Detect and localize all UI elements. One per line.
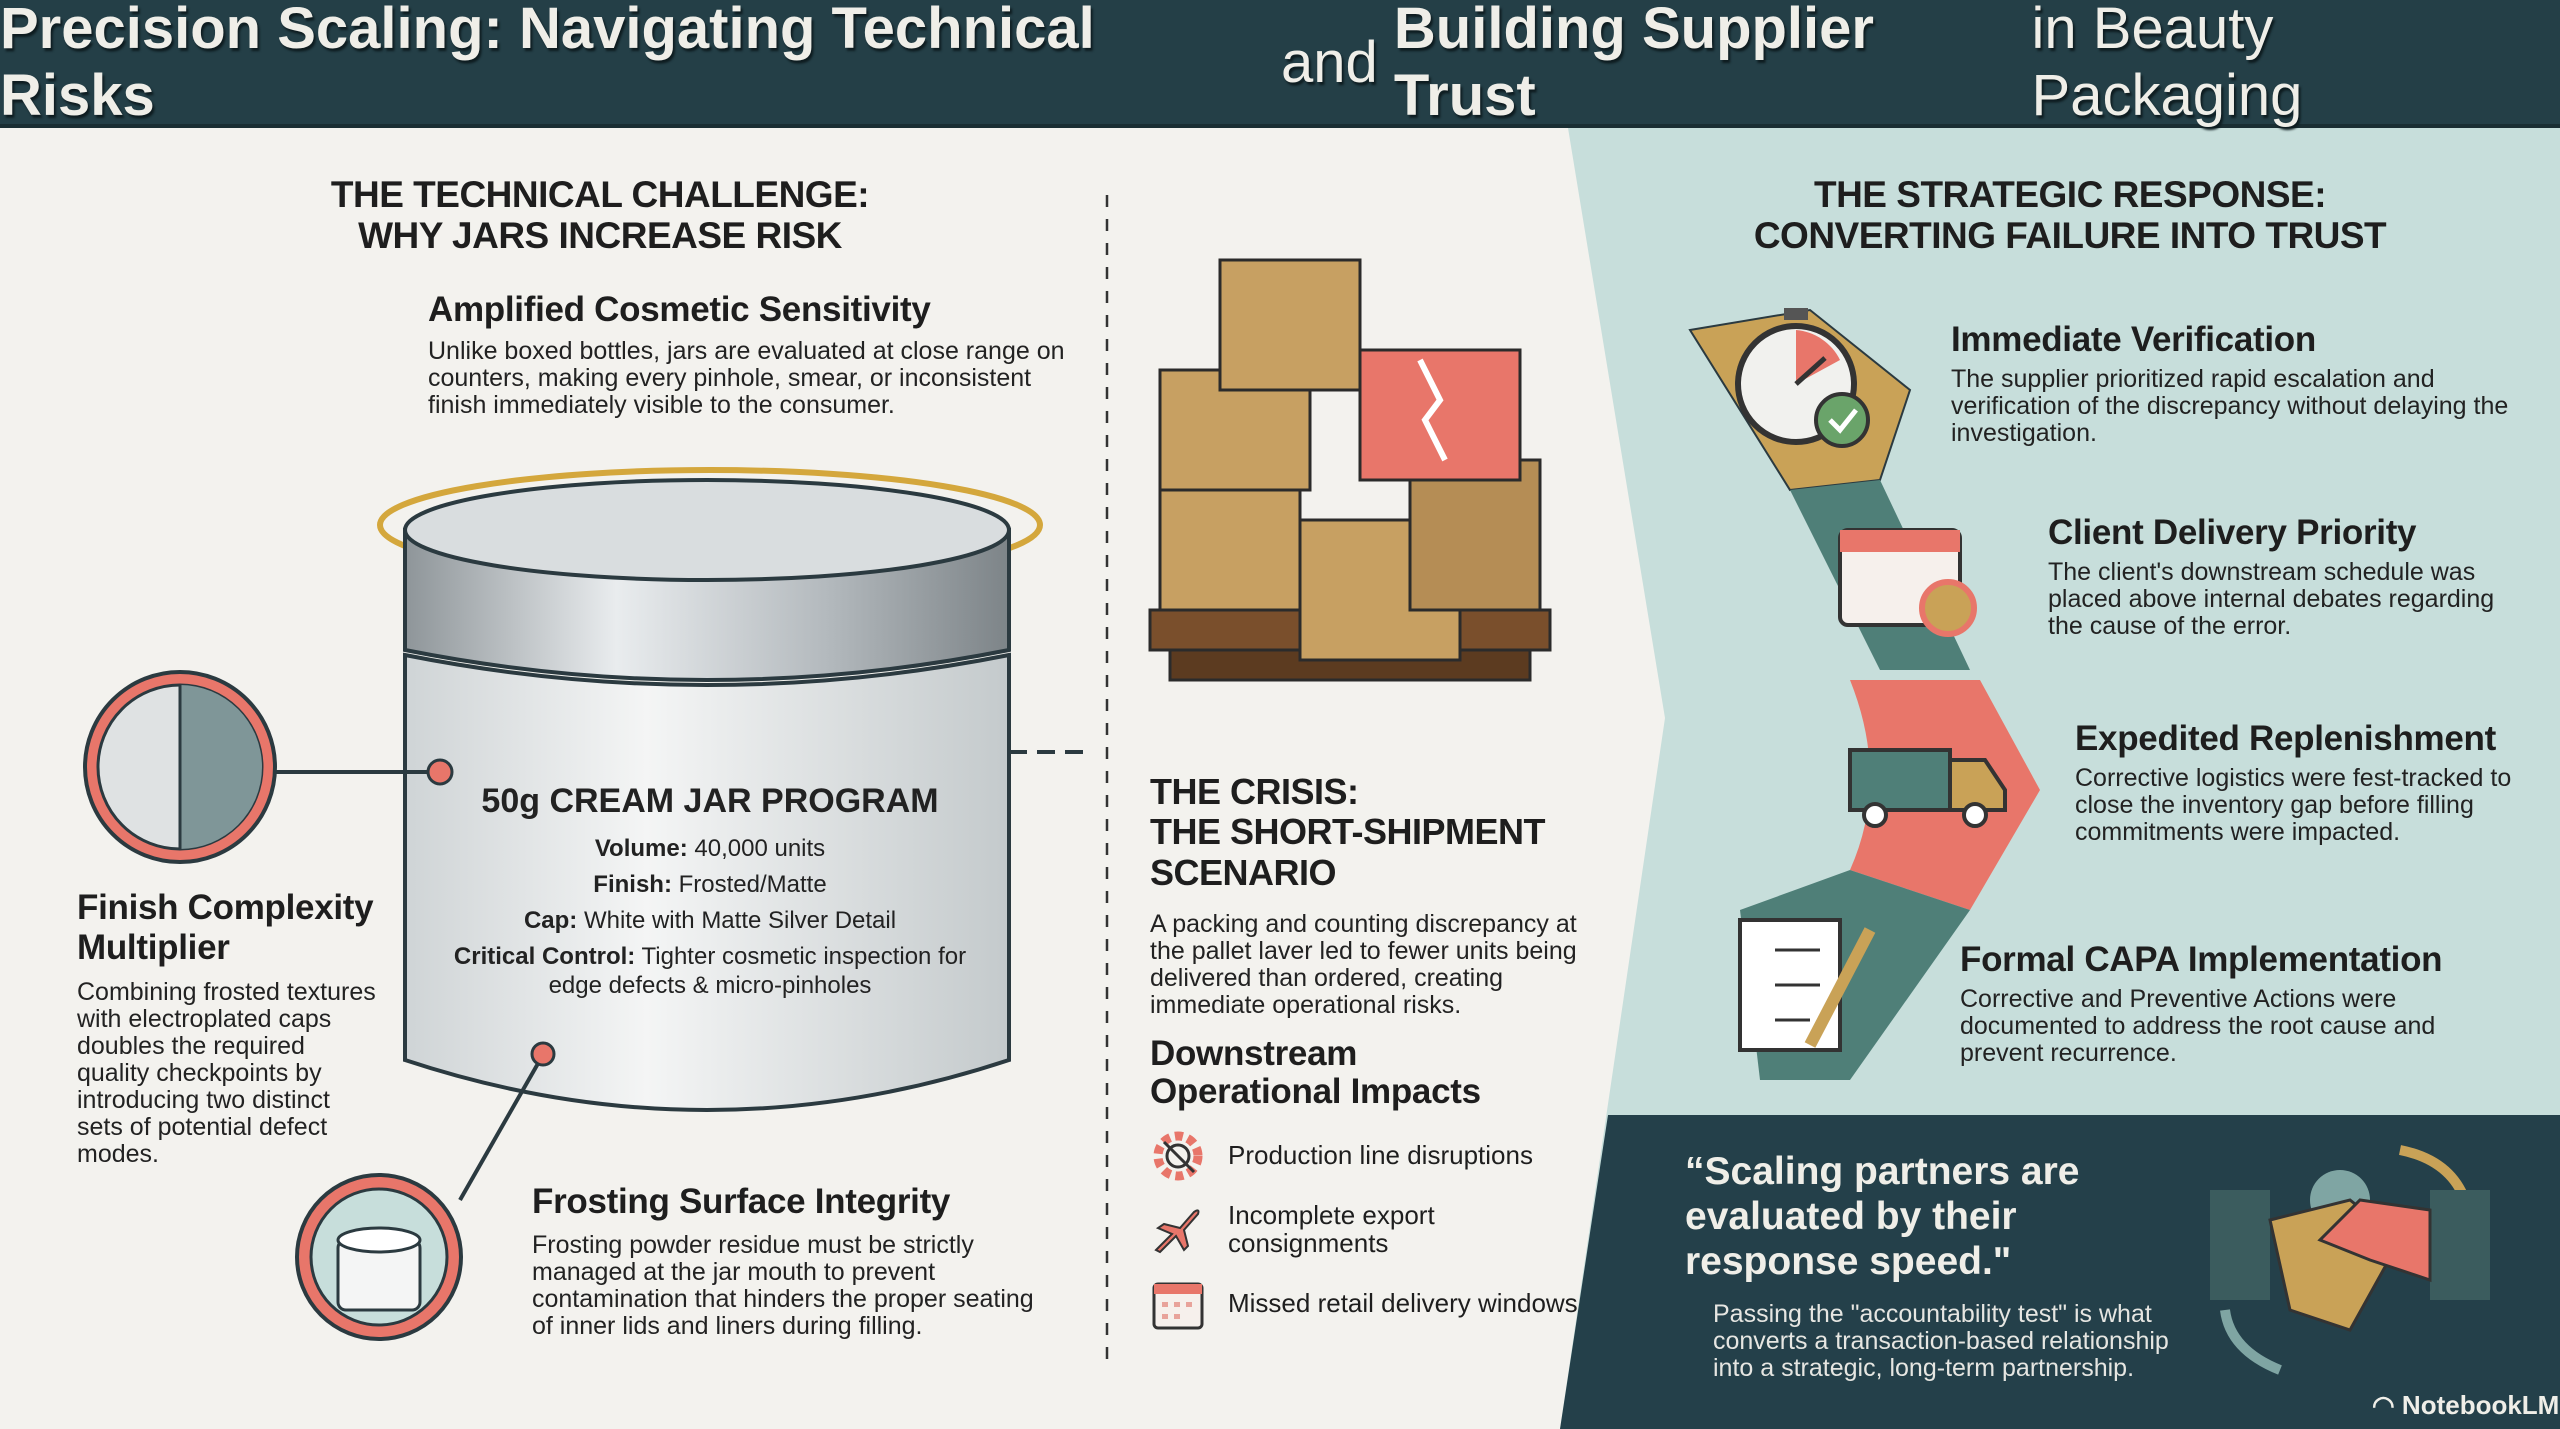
list-item: Missed retail delivery windows [1150, 1276, 1590, 1332]
impacts-list: Production line disruptions Incomplete e… [1150, 1128, 1590, 1332]
impact-label: Production line disruptions [1228, 1140, 1533, 1171]
response-step: Formal CAPA Implementation Corrective an… [1960, 940, 2480, 1067]
damaged-boxes-pallet-illustration [1148, 258, 1552, 682]
frosting-block: Frosting Surface Integrity Frosting powd… [532, 1182, 1052, 1340]
brand-name: NotebookLM [2401, 1390, 2560, 1420]
page-title: Precision Scaling: Navigating Technical … [0, 0, 2560, 128]
title-part: and [1264, 29, 1394, 95]
jar-label: 50g CREAM JAR PROGRAM Volume: 40,000 uni… [430, 782, 990, 1001]
list-item: Incomplete export consignments [1150, 1200, 1590, 1258]
airplane-icon [1154, 1209, 1200, 1254]
jar-label-title: 50g CREAM JAR PROGRAM [481, 782, 939, 820]
broken-gear-icon [1153, 1131, 1203, 1181]
title-part: Building Supplier Trust [1393, 0, 1874, 128]
step-title: Formal CAPA Implementation [1960, 940, 2443, 979]
crisis-column: THE CRISIS: THE SHORT-SHIPMENT SCENARIO … [1150, 771, 1590, 1332]
value: 40,000 units [694, 835, 826, 862]
label: Cap: [523, 907, 578, 934]
jar-volume: Volume: 40,000 units [430, 835, 990, 863]
response-step: Client Delivery Priority The client's do… [2048, 513, 2528, 640]
step-body: The client's downstream schedule was pla… [2048, 558, 2495, 641]
label: Critical Control: [453, 943, 636, 970]
title-part: Precision Scaling: Navigating Technical … [0, 0, 1095, 128]
step-body: Corrective logistics were fest-tracked t… [2075, 764, 2512, 847]
jar-cap: Cap: White with Matte Silver Detail [430, 907, 990, 935]
label: Volume: [594, 835, 688, 862]
amplified-body: Unlike boxed bottles, jars are evaluated… [428, 337, 1065, 420]
heading-line: Downstream [1150, 1033, 1358, 1073]
jar-finish: Finish: Frosted/Matte [430, 871, 990, 899]
frosting-body: Frosting powder residue must be strictly… [532, 1231, 1034, 1341]
amplified-block: Amplified Cosmetic Sensitivity Unlike bo… [428, 290, 1088, 419]
title-part: in Beauty Packaging [2031, 0, 2303, 128]
label: Finish: [593, 871, 672, 898]
frosting-title: Frosting Surface Integrity [532, 1182, 951, 1221]
quote-text: “Scaling partners are evaluated by their… [1685, 1150, 2080, 1283]
step-body: Corrective and Preventive Actions were d… [1960, 985, 2436, 1068]
step-title: Immediate Verification [1951, 320, 2316, 359]
impacts-title: Downstream Operational Impacts [1150, 1033, 1590, 1112]
crisis-heading: THE CRISIS: THE SHORT-SHIPMENT SCENARIO [1150, 771, 1590, 893]
brand-logo: ◠ NotebookLM [2372, 1390, 2559, 1421]
jar-control: Critical Control: Tighter cosmetic inspe… [430, 943, 990, 1001]
heading-line: THE CRISIS: [1150, 771, 1359, 812]
step-title: Client Delivery Priority [2048, 513, 2417, 552]
value: White with Matte Silver Detail [583, 907, 897, 934]
impact-label: Missed retail delivery windows [1228, 1288, 1578, 1319]
delivery-truck-icon [1848, 748, 1952, 812]
value: Tighter cosmetic inspection for edge def… [548, 943, 967, 999]
finish-title: Finish Complexity Multiplier [77, 888, 374, 968]
response-arc-path [1688, 308, 2040, 1080]
notebooklm-icon: ◠ [2372, 1390, 2395, 1420]
finish-body: Combining frosted textures with electrop… [77, 977, 376, 1168]
crisis-body: A packing and counting discrepancy at th… [1150, 909, 1577, 1019]
finish-block: Finish Complexity Multiplier Combining f… [77, 888, 377, 1168]
cream-jar-illustration [83, 467, 1090, 1341]
step-title: Expedited Replenishment [2075, 719, 2496, 758]
heading-line: THE STRATEGIC RESPONSE: [1813, 174, 2327, 215]
heading-line: WHY JARS INCREASE RISK [358, 215, 842, 257]
heading-line: Operational Impacts [1150, 1072, 1481, 1112]
list-item: Production line disruptions [1150, 1128, 1590, 1184]
quote-body: Passing the "accountability test" is wha… [1713, 1299, 2169, 1382]
calendar-icon [1152, 1282, 1204, 1330]
heading-line: THE SHORT-SHIPMENT [1150, 811, 1546, 853]
quote-block: “Scaling partners are evaluated by their… [1685, 1150, 2195, 1382]
technical-heading: THE TECHNICAL CHALLENGE: WHY JARS INCREA… [300, 174, 900, 257]
heading-line: CONVERTING FAILURE INTO TRUST [1753, 215, 2387, 257]
handshake-icon [2210, 1145, 2490, 1375]
heading-line: SCENARIO [1150, 851, 1337, 893]
amplified-title: Amplified Cosmetic Sensitivity [428, 290, 931, 329]
response-step: Expedited Replenishment Corrective logis… [2075, 719, 2535, 846]
impact-label: Incomplete export consignments [1228, 1200, 1435, 1258]
heading-line: THE TECHNICAL CHALLENGE: [330, 174, 870, 215]
step-body: The supplier prioritized rapid escalatio… [1951, 365, 2509, 448]
response-step: Immediate Verification The supplier prio… [1951, 320, 2511, 447]
response-heading: THE STRATEGIC RESPONSE: CONVERTING FAILU… [1720, 174, 2420, 257]
value: Frosted/Matte [678, 871, 827, 898]
